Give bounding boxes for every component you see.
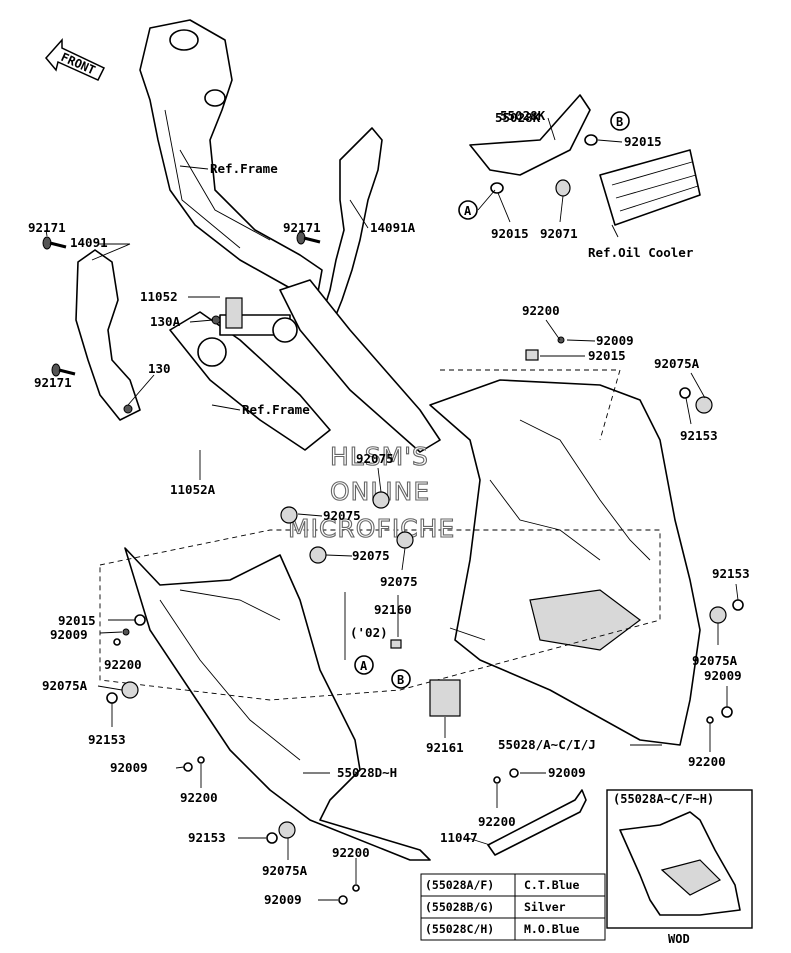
front-arrow: FRONT xyxy=(45,38,106,81)
label-14091: 14091 xyxy=(70,235,108,250)
callout-b-top: B xyxy=(610,111,630,131)
ref-frame-lower-label: Ref.Frame xyxy=(242,402,310,417)
table-row-3-color: M.O.Blue xyxy=(524,922,579,936)
watermark-line3: MICROFICHE xyxy=(288,514,455,543)
label-92015-mid: 92015 xyxy=(588,348,626,363)
label-92075A-r: 92075A xyxy=(692,653,738,668)
label-92009-top: 92009 xyxy=(596,333,634,348)
svg-text:B: B xyxy=(397,673,404,687)
inset-wod: (55028A~C/F~H) WOD xyxy=(606,789,753,946)
label-11052: 11052 xyxy=(140,289,178,304)
label-02: ('02) xyxy=(350,625,388,640)
label-92015-top: 92015 xyxy=(624,134,662,149)
callout-b-bottom: B xyxy=(391,669,411,689)
leader-lines xyxy=(45,117,739,901)
bracket-assembly xyxy=(197,297,298,367)
svg-text:B: B xyxy=(616,115,623,129)
label-92200-top: 92200 xyxy=(522,303,560,318)
label-130: 130 xyxy=(148,361,171,376)
label-92075A-l: 92075A xyxy=(42,678,88,693)
label-92075A-b: 92075A xyxy=(262,863,308,878)
label-92200-r: 92200 xyxy=(688,754,726,769)
label-92075-2: 92075 xyxy=(323,508,361,523)
table-row-1-code: (55028A/F) xyxy=(425,878,494,892)
label-92009-b2: 92009 xyxy=(264,892,302,907)
label-92009-l: 92009 xyxy=(50,627,88,642)
front-label: FRONT xyxy=(59,50,98,77)
label-55028K-num: 55028K xyxy=(495,110,541,125)
table-row-1-color: C.T.Blue xyxy=(524,878,579,892)
label-92171-r: 92171 xyxy=(283,220,321,235)
label-92009-r: 92009 xyxy=(704,668,742,683)
label-92015-a: 92015 xyxy=(491,226,529,241)
label-92075-1: 92075 xyxy=(356,451,394,466)
label-92075A-top: 92075A xyxy=(654,356,700,371)
label-55028A: 55028/A~C/I/J xyxy=(498,737,596,752)
label-55028D: 55028D~H xyxy=(337,765,397,780)
label-92075-4: 92075 xyxy=(380,574,418,589)
label-92071: 92071 xyxy=(540,226,578,241)
table-row-2-color: Silver xyxy=(524,900,566,914)
label-130A: 130A xyxy=(150,314,181,329)
label-92200-l: 92200 xyxy=(104,657,142,672)
label-92200-b1: 92200 xyxy=(180,790,218,805)
panel-14091A xyxy=(319,127,383,331)
fairing-lower xyxy=(124,547,431,861)
frame-upper xyxy=(139,19,323,293)
label-92161: 92161 xyxy=(426,740,464,755)
color-table: (55028A/F) C.T.Blue (55028B/G) Silver (5… xyxy=(420,873,606,941)
label-92200-b2: 92200 xyxy=(478,814,516,829)
label-92200-b3: 92200 xyxy=(332,845,370,860)
oil-cooler xyxy=(599,149,701,226)
label-92009-b1: 92009 xyxy=(548,765,586,780)
label-92153-top: 92153 xyxy=(680,428,718,443)
label-92009-l2: 92009 xyxy=(110,760,148,775)
label-55028K: 55028K xyxy=(500,108,546,123)
fairing-upper xyxy=(429,379,701,746)
panel-14091 xyxy=(75,249,141,421)
label-92160: 92160 xyxy=(374,602,412,617)
label-92171-l2: 92171 xyxy=(34,375,72,390)
inset-caption: WOD xyxy=(668,932,690,946)
label-92075-3: 92075 xyxy=(352,548,390,563)
svg-text:A: A xyxy=(464,204,472,218)
ref-frame-upper-label: Ref.Frame xyxy=(210,161,278,176)
label-14091A: 14091A xyxy=(370,220,416,235)
table-row-3-code: (55028C/H) xyxy=(425,922,494,936)
inset-title: (55028A~C/F~H) xyxy=(613,792,714,806)
label-11052A: 11052A xyxy=(170,482,216,497)
label-92015-l: 92015 xyxy=(58,613,96,628)
cover-55028K xyxy=(469,94,591,176)
label-11047: 11047 xyxy=(440,830,478,845)
label-92171-l1: 92171 xyxy=(28,220,66,235)
callout-a-top: A xyxy=(458,200,478,220)
svg-text:A: A xyxy=(360,659,368,673)
watermark-line1: HLSM'S xyxy=(330,442,429,471)
fasteners xyxy=(42,134,744,905)
label-92153-b: 92153 xyxy=(188,830,226,845)
table-row-2-code: (55028B/G) xyxy=(425,900,494,914)
label-92153-r: 92153 xyxy=(712,566,750,581)
callout-a-bottom: A xyxy=(354,655,374,675)
label-ref-oil-cooler: Ref.Oil Cooler xyxy=(588,245,694,260)
label-92153-l: 92153 xyxy=(88,732,126,747)
